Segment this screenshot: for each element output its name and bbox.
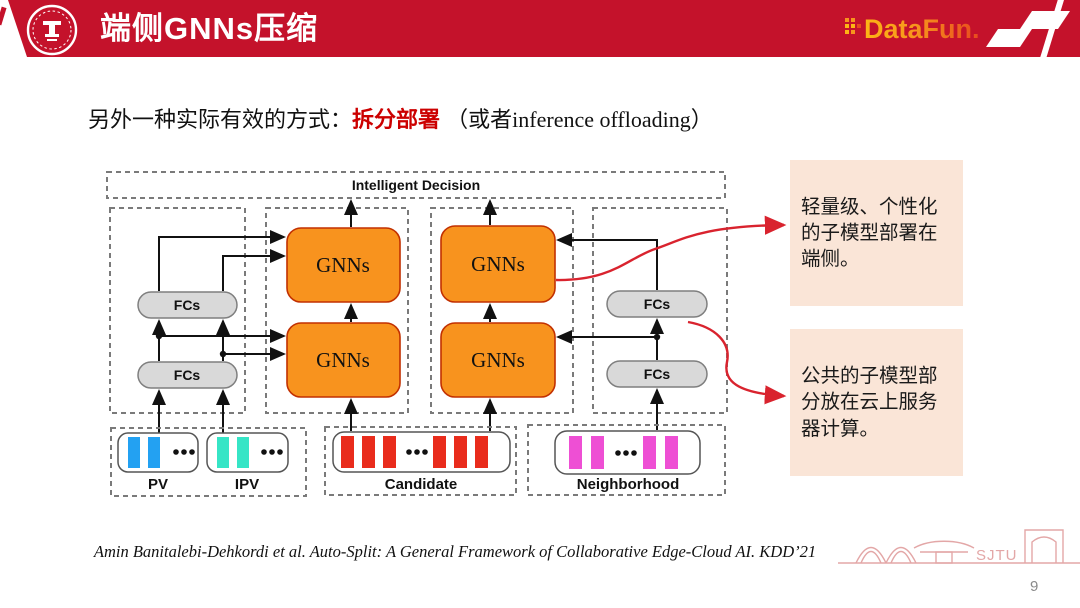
left-gnn-column [265,207,409,414]
junction-dot [219,350,227,358]
input-group-pv-ipv: PV IPV [110,427,307,497]
university-seal-icon [26,4,78,56]
annotation-edge: 轻量级、个性化的子模型部署在端侧。 [790,160,963,306]
citation: Amin Banitalebi-Dehkordi et al. Auto-Spl… [93,542,817,561]
input-group-candidate: Candidate [324,426,517,496]
neighborhood-label: Neighborhood [577,476,679,493]
junction-dot [653,333,661,341]
right-gnn-column [430,207,574,414]
leader-curve-cloud [687,320,787,405]
brand-dots-icon [845,24,849,28]
fc-label: FCs [174,367,201,383]
subtitle-prefix: 另外一种实际有效的方式： [88,107,353,132]
pv-label: PV [148,476,168,493]
subtitle-highlight: 拆分部署 [352,107,441,132]
ipv-label: IPV [235,476,259,493]
header-bar: 端侧GNNs压缩 DataFun. [8,0,1080,57]
page-number: 9 [1030,578,1039,595]
sjtu-text: SJTU [976,547,1018,564]
gnn-box-bottom-right: GNNs [440,322,556,398]
fc-label: FCs [644,366,671,382]
gnn-box-bottom-left: GNNs [286,322,401,398]
brand-logo: DataFun. [864,14,980,44]
subtitle-close: ） [690,107,713,132]
fc-box-top-left: FCs [137,291,238,319]
fc-box-bottom-left: FCs [137,361,238,389]
fc-label: FCs [174,297,201,313]
input-group-neighborhood: Neighborhood [527,424,726,496]
gnn-label: GNNs [471,252,525,276]
subtitle-open: （或者 [446,107,513,132]
leader-curve-edge [555,215,787,282]
gnn-label: GNNs [316,253,370,277]
fc-box-bottom-right: FCs [606,360,708,388]
annotation-edge-text: 轻量级、个性化的子模型部署在端侧。 [801,195,938,271]
intelligent-decision-label: Intelligent Decision [352,177,480,193]
sjtu-skyline-sketch: SJTU [838,529,1080,564]
gnn-box-top-left: GNNs [286,227,401,303]
gnn-label: GNNs [316,348,370,372]
page-title: 端侧GNNs压缩 [100,11,319,46]
annotation-cloud-text: 公共的子模型部分放在云上服务器计算。 [801,365,938,440]
subtitle-english: inference offloading [512,107,691,132]
subtitle: 另外一种实际有效的方式：拆分部署 （或者inference offloading… [88,102,713,134]
candidate-label: Candidate [385,476,458,493]
fc-label: FCs [644,296,671,312]
fc-box-top-right: FCs [606,290,708,318]
intelligent-decision-box [106,171,726,199]
gnn-label: GNNs [471,348,525,372]
annotation-cloud: 公共的子模型部分放在云上服务器计算。 [790,329,963,476]
gnn-box-top-right: GNNs [440,225,556,303]
diagram-arrows [152,199,664,434]
left-fc-column [109,207,246,414]
junction-dot [155,332,163,340]
right-fc-column [592,207,728,414]
